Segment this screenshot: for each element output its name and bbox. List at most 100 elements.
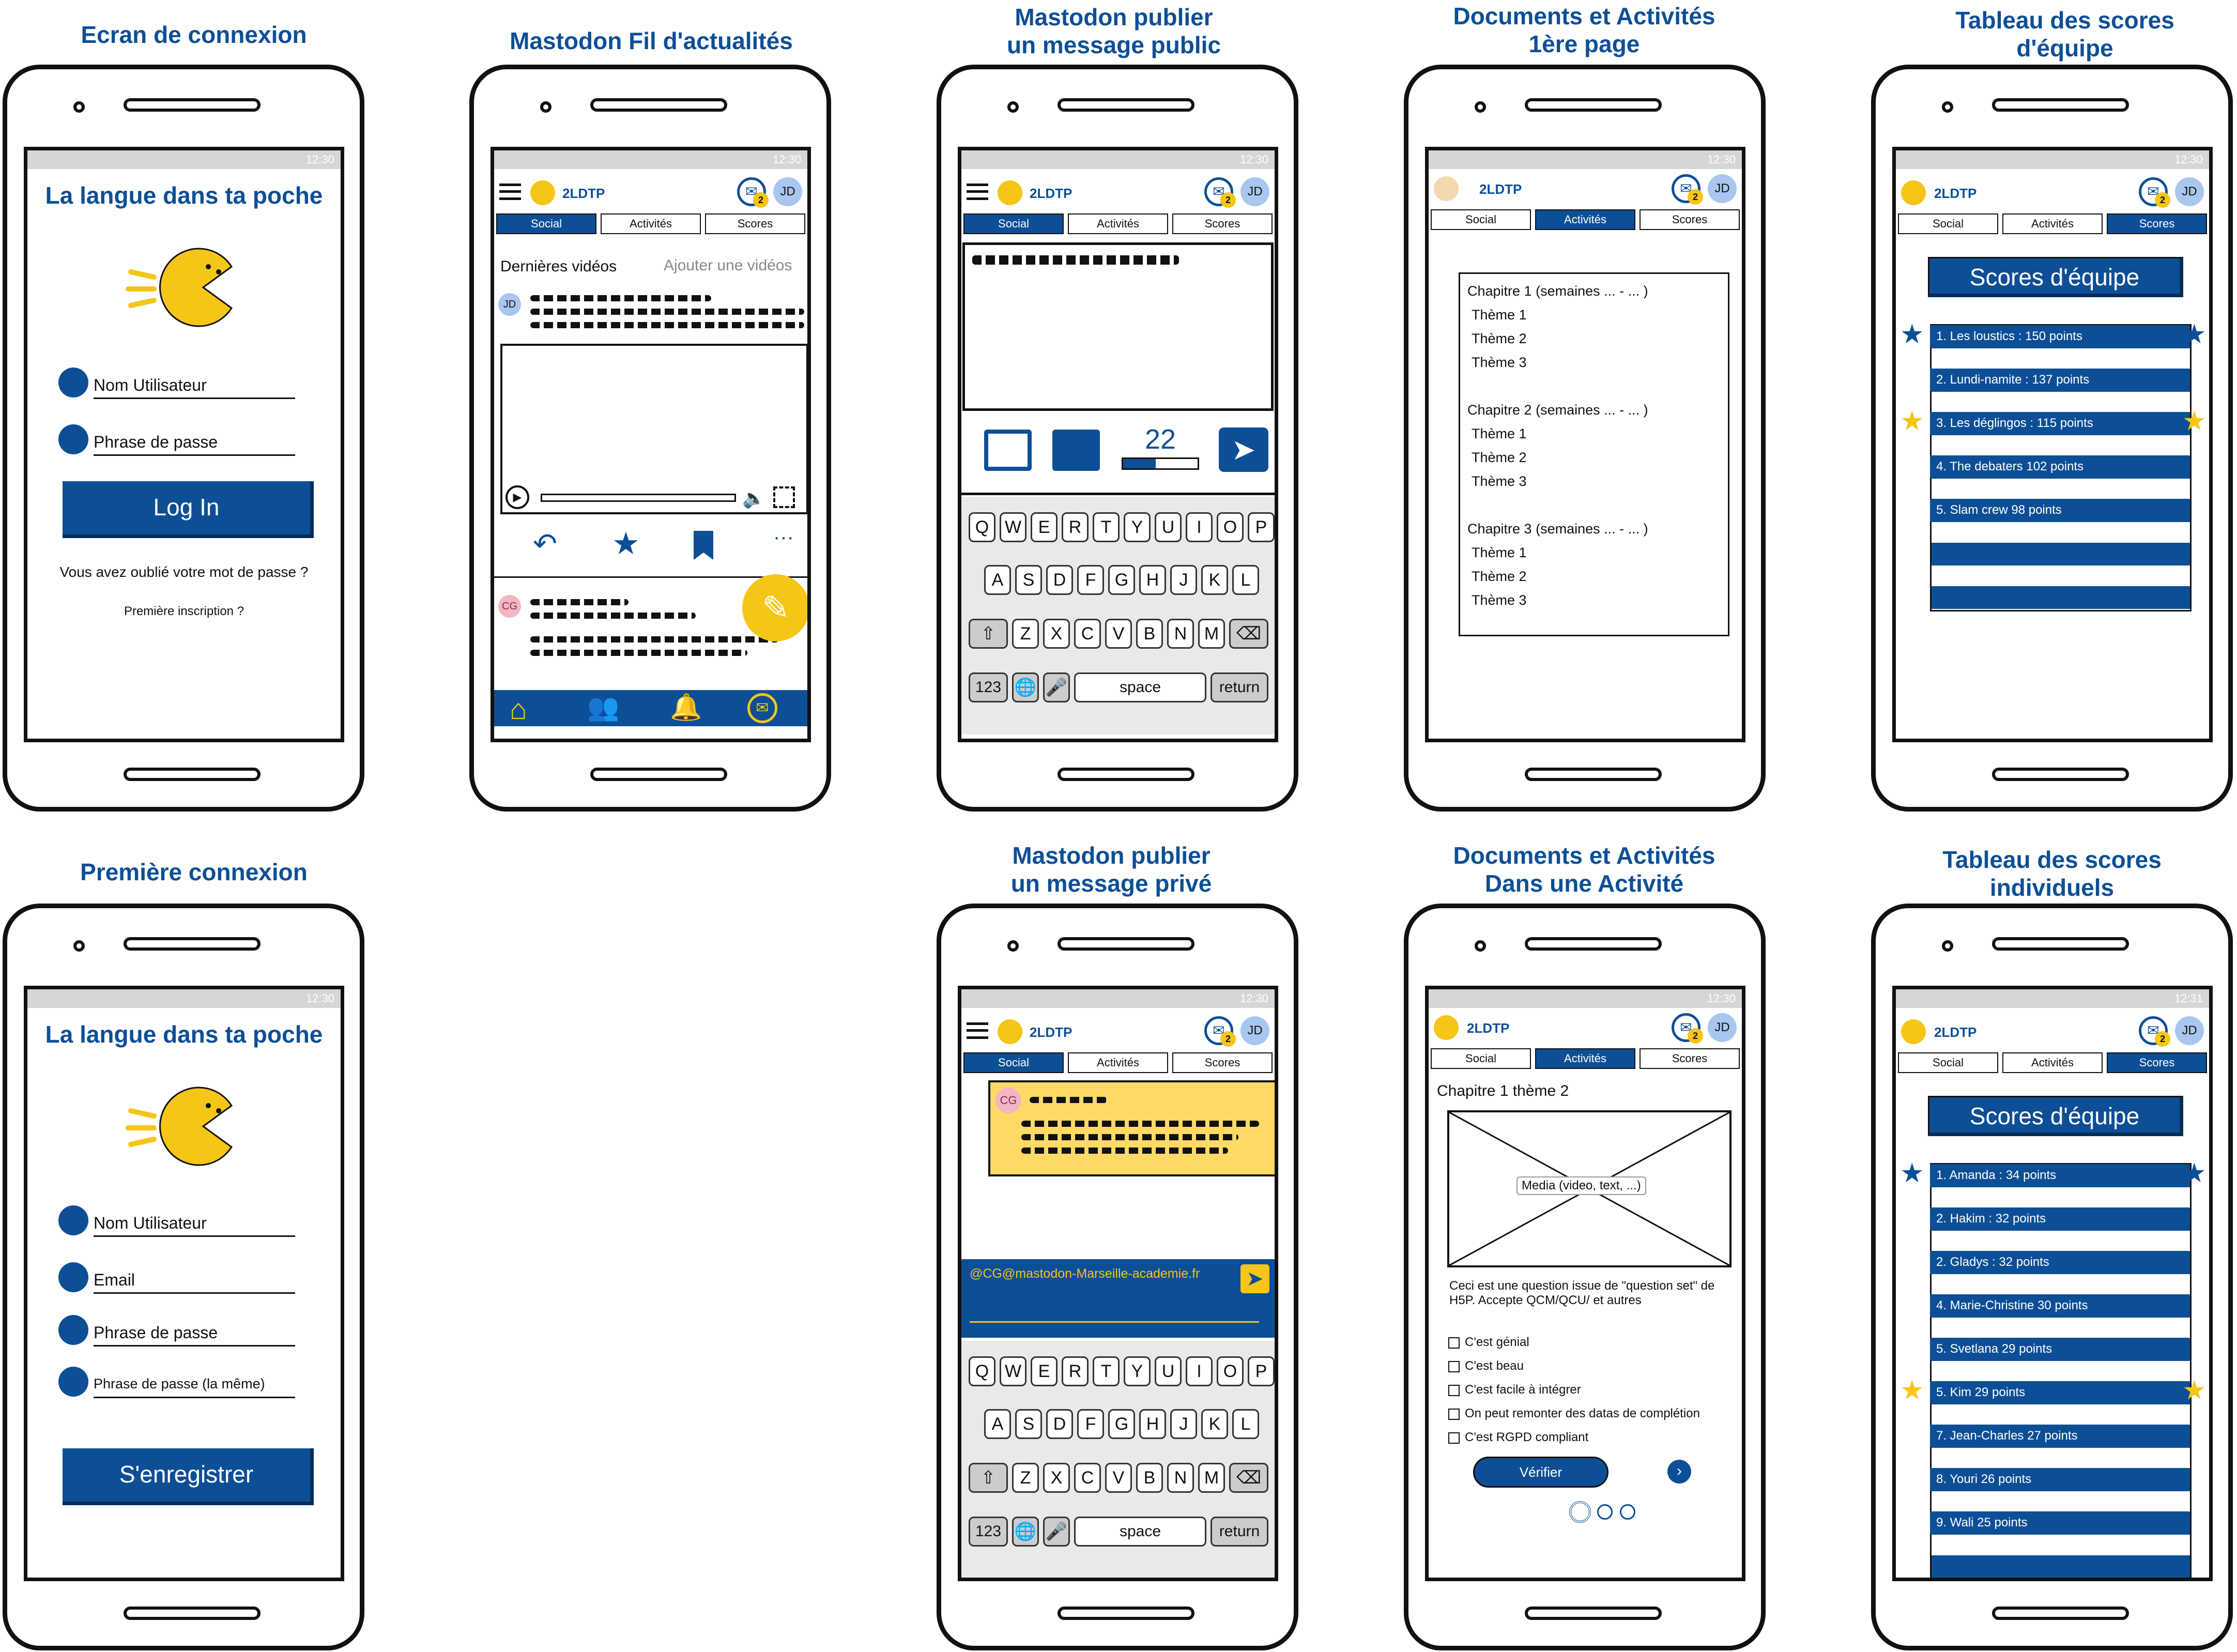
avatar[interactable]: JD bbox=[2175, 1016, 2204, 1045]
key-b[interactable]: B bbox=[1136, 1463, 1163, 1493]
key-t[interactable]: T bbox=[1093, 1356, 1120, 1386]
passphrase-field[interactable]: Phrase de passe bbox=[94, 1323, 218, 1342]
home-button[interactable] bbox=[124, 768, 261, 781]
tab-social[interactable]: Social bbox=[1898, 213, 1998, 234]
image-attach-icon[interactable] bbox=[1052, 430, 1100, 471]
backspace-key[interactable]: ⌫ bbox=[1229, 619, 1268, 649]
verify-button[interactable]: Vérifier bbox=[1473, 1457, 1608, 1488]
key-f[interactable]: F bbox=[1077, 565, 1104, 595]
key-l[interactable]: L bbox=[1232, 565, 1259, 595]
tab-scores[interactable]: Scores bbox=[2107, 1052, 2207, 1073]
avatar[interactable]: JD bbox=[498, 293, 521, 316]
tab-social[interactable]: Social bbox=[1431, 209, 1531, 230]
option-checkbox[interactable]: C'est génial bbox=[1448, 1330, 1700, 1354]
tab-activities[interactable]: Activités bbox=[2002, 1052, 2103, 1073]
favourite-icon[interactable]: ★ bbox=[612, 526, 640, 561]
key-x[interactable]: X bbox=[1043, 619, 1070, 649]
key-t[interactable]: T bbox=[1093, 512, 1120, 542]
send-icon[interactable]: ➤ bbox=[1219, 427, 1268, 472]
key-z[interactable]: Z bbox=[1012, 1463, 1039, 1493]
key-n[interactable]: N bbox=[1167, 619, 1194, 649]
key-x[interactable]: X bbox=[1043, 1463, 1070, 1493]
key-e[interactable]: E bbox=[1031, 512, 1058, 542]
key-y[interactable]: Y bbox=[1124, 512, 1151, 542]
menu-icon[interactable] bbox=[967, 1022, 988, 1039]
key-g[interactable]: G bbox=[1108, 1409, 1135, 1439]
tab-scores[interactable]: Scores bbox=[1640, 209, 1740, 230]
tab-activities[interactable]: Activités bbox=[1068, 1052, 1168, 1073]
shift-key[interactable]: ⇧ bbox=[969, 1463, 1008, 1493]
chapter-title[interactable]: Chapitre 2 (semaines ... - ... ) bbox=[1467, 402, 1648, 418]
option-checkbox[interactable]: C'est RGPD compliant bbox=[1448, 1426, 1700, 1449]
theme-item[interactable]: Thème 3 bbox=[1472, 355, 1527, 370]
key-k[interactable]: K bbox=[1201, 1409, 1228, 1439]
key-w[interactable]: W bbox=[1000, 1356, 1026, 1386]
home-button[interactable] bbox=[1525, 1607, 1662, 1620]
bookmark-icon[interactable] bbox=[694, 531, 713, 560]
tab-scores[interactable]: Scores bbox=[1172, 1052, 1273, 1073]
numbers-key[interactable]: 123 bbox=[969, 1517, 1008, 1547]
theme-item[interactable]: Thème 1 bbox=[1472, 545, 1527, 560]
home-button[interactable] bbox=[590, 768, 727, 781]
message-textarea[interactable] bbox=[962, 242, 1274, 411]
home-button[interactable] bbox=[1992, 768, 2129, 781]
key-d[interactable]: D bbox=[1046, 1409, 1073, 1439]
key-z[interactable]: Z bbox=[1012, 619, 1039, 649]
key-u[interactable]: U bbox=[1155, 512, 1182, 542]
passphrase-field[interactable]: Phrase de passe bbox=[94, 433, 218, 451]
key-e[interactable]: E bbox=[1031, 1356, 1058, 1386]
key-g[interactable]: G bbox=[1108, 565, 1135, 595]
video-attach-icon[interactable] bbox=[984, 430, 1032, 471]
key-c[interactable]: C bbox=[1074, 619, 1101, 649]
key-b[interactable]: B bbox=[1136, 619, 1163, 649]
play-icon[interactable]: ▶ bbox=[505, 485, 529, 509]
mail-icon[interactable]: ✉2 bbox=[2139, 1016, 2170, 1047]
page-dot[interactable] bbox=[1597, 1504, 1613, 1520]
chapter-title[interactable]: Chapitre 1 (semaines ... - ... ) bbox=[1467, 283, 1648, 299]
space-key[interactable]: space bbox=[1074, 1517, 1206, 1547]
key-q[interactable]: Q bbox=[969, 1356, 995, 1386]
menu-icon[interactable] bbox=[967, 183, 988, 200]
add-video-link[interactable]: Ajouter une vidéos bbox=[664, 257, 792, 274]
key-d[interactable]: D bbox=[1046, 565, 1073, 595]
tab-social[interactable]: Social bbox=[496, 213, 596, 234]
video-player[interactable]: ▶ 🔈 bbox=[500, 344, 807, 514]
volume-icon[interactable]: 🔈 bbox=[742, 487, 765, 509]
username-field[interactable]: Nom Utilisateur bbox=[94, 1214, 207, 1232]
theme-item[interactable]: Thème 1 bbox=[1472, 307, 1527, 323]
key-h[interactable]: H bbox=[1139, 1409, 1166, 1439]
avatar[interactable]: CG bbox=[995, 1088, 1021, 1113]
private-message-card[interactable]: CG bbox=[988, 1080, 1275, 1176]
key-y[interactable]: Y bbox=[1124, 1356, 1151, 1386]
mic-key[interactable]: 🎤 bbox=[1043, 1517, 1070, 1547]
avatar[interactable]: JD bbox=[773, 177, 802, 206]
tab-social[interactable]: Social bbox=[1898, 1052, 1998, 1073]
avatar[interactable]: JD bbox=[1708, 1013, 1737, 1042]
tab-social[interactable]: Social bbox=[963, 213, 1064, 234]
login-button[interactable]: Log In bbox=[63, 481, 314, 538]
theme-item[interactable]: Thème 2 bbox=[1472, 569, 1527, 584]
backspace-key[interactable]: ⌫ bbox=[1229, 1463, 1268, 1493]
tab-social[interactable]: Social bbox=[963, 1052, 1064, 1073]
username-field[interactable]: Nom Utilisateur bbox=[94, 376, 207, 394]
key-o[interactable]: O bbox=[1217, 512, 1244, 542]
option-checkbox[interactable]: C'est beau bbox=[1448, 1354, 1700, 1378]
globe-key[interactable]: 🌐 bbox=[1012, 1517, 1039, 1547]
numbers-key[interactable]: 123 bbox=[969, 672, 1008, 702]
key-k[interactable]: K bbox=[1201, 565, 1228, 595]
key-c[interactable]: C bbox=[1074, 1463, 1101, 1493]
key-l[interactable]: L bbox=[1232, 1409, 1259, 1439]
theme-item[interactable]: Thème 2 bbox=[1472, 331, 1527, 346]
menu-icon[interactable] bbox=[499, 183, 521, 200]
key-w[interactable]: W bbox=[1000, 512, 1026, 542]
mail-icon[interactable]: ✉ bbox=[747, 693, 777, 723]
forgot-password-link[interactable]: Vous avez oublié votre mot de passe ? bbox=[59, 564, 309, 580]
globe-key[interactable]: 🌐 bbox=[1012, 672, 1039, 702]
home-button[interactable] bbox=[124, 1607, 261, 1620]
theme-item[interactable]: Thème 2 bbox=[1472, 450, 1527, 465]
mail-icon[interactable]: ✉2 bbox=[1672, 1013, 1703, 1044]
chapter-title[interactable]: Chapitre 3 (semaines ... - ... ) bbox=[1467, 521, 1648, 537]
passphrase-confirm-field[interactable]: Phrase de passe (la même) bbox=[94, 1376, 265, 1391]
key-s[interactable]: S bbox=[1015, 565, 1042, 595]
video-progress[interactable] bbox=[541, 494, 736, 502]
